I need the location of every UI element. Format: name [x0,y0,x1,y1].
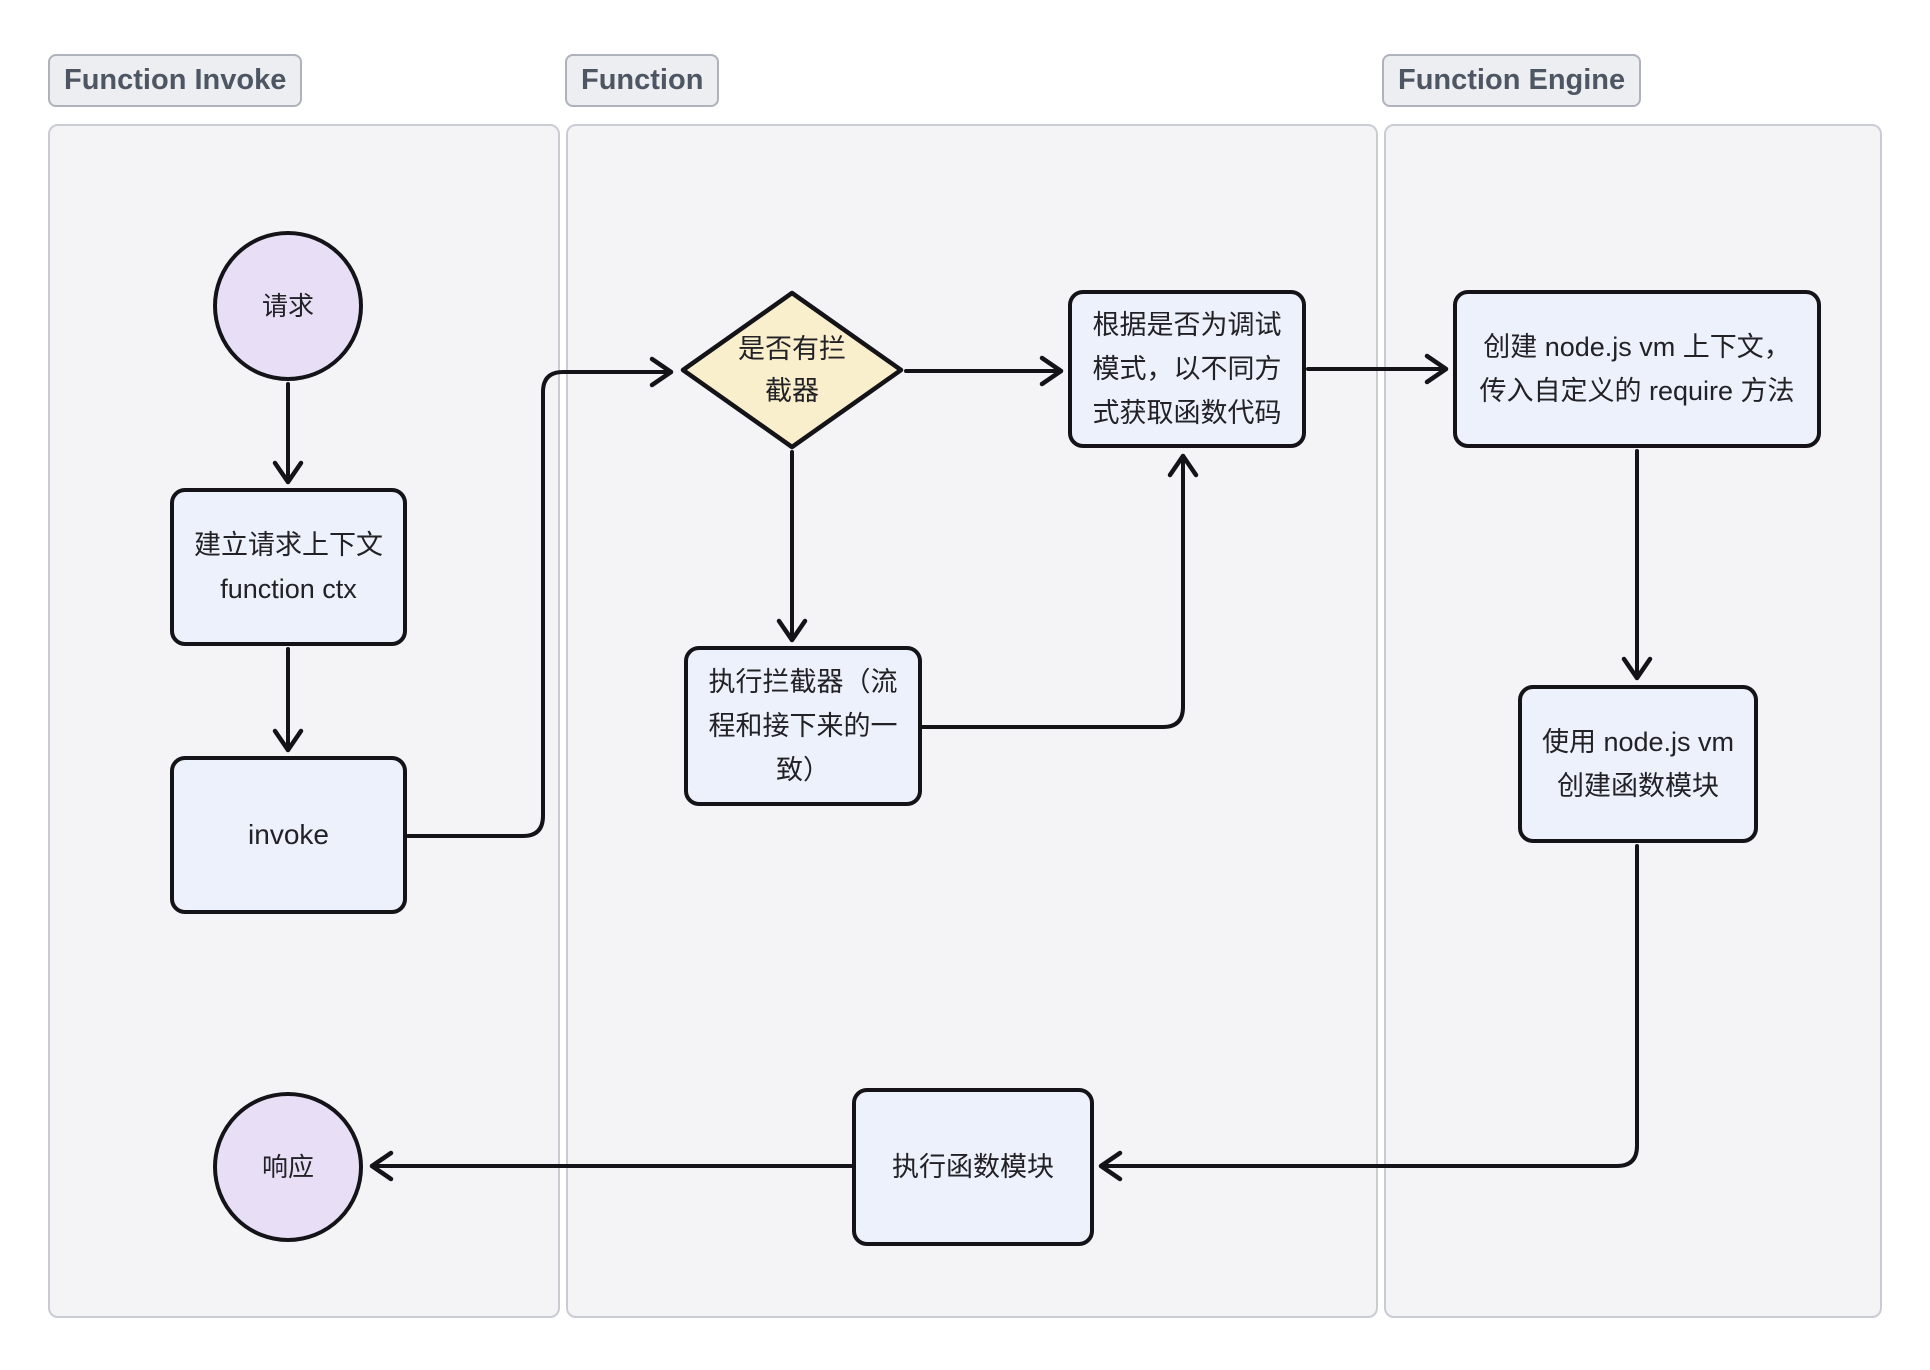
end-node-response: 响应 [213,1092,363,1242]
lane-title-label: Function Engine [1398,64,1626,96]
diamond-shape [680,290,904,450]
node-label: 建立请求上下文 [194,530,383,560]
node-label: 式获取函数代码 [1092,398,1282,428]
process-box-exec-module: 执行函数模块 [852,1088,1094,1246]
decision-diamond-has-interceptor: 是否有拦 截器 [678,288,906,452]
lane-title-function-engine: Function Engine [1382,54,1642,107]
node-label: 模式，以不同方 [1092,354,1282,384]
process-box-create-vm-context: 创建 node.js vm 上下文， 传入自定义的 require 方法 [1453,290,1821,448]
process-box-invoke: invoke [170,756,407,914]
node-label-group: 是否有拦 截器 [738,328,846,412]
node-label: 请求 [261,291,314,321]
node-label: 截器 [765,376,819,406]
node-label: 创建函数模块 [1557,771,1719,801]
node-label: 是否有拦 [738,334,846,364]
process-box-use-vm: 使用 node.js vm 创建函数模块 [1518,685,1758,843]
lane-title-function-invoke: Function Invoke [48,54,303,107]
node-label: invoke [248,819,329,850]
node-label: 使用 node.js vm [1541,727,1735,757]
lane-title-label: Function [581,64,704,96]
process-box-run-interceptor: 执行拦截器（流 程和接下来的一 致） [684,646,922,806]
start-node-request: 请求 [213,231,363,381]
node-label: 创建 node.js vm 上下文， [1483,332,1791,362]
node-label: 传入自定义的 require 方法 [1479,376,1795,406]
node-label: 执行拦截器（流 [708,667,898,697]
node-label: 响应 [261,1152,314,1182]
node-label: 执行函数模块 [892,1152,1054,1182]
node-label: 程和接下来的一 [708,711,898,741]
node-label: 致） [776,755,830,785]
node-label: 根据是否为调试 [1092,310,1282,340]
process-box-get-code: 根据是否为调试 模式，以不同方 式获取函数代码 [1068,290,1306,448]
node-label: function ctx [220,574,357,604]
process-box-build-context: 建立请求上下文 function ctx [170,488,407,646]
lane-title-label: Function Invoke [64,64,287,96]
lane-title-function: Function [565,54,720,107]
